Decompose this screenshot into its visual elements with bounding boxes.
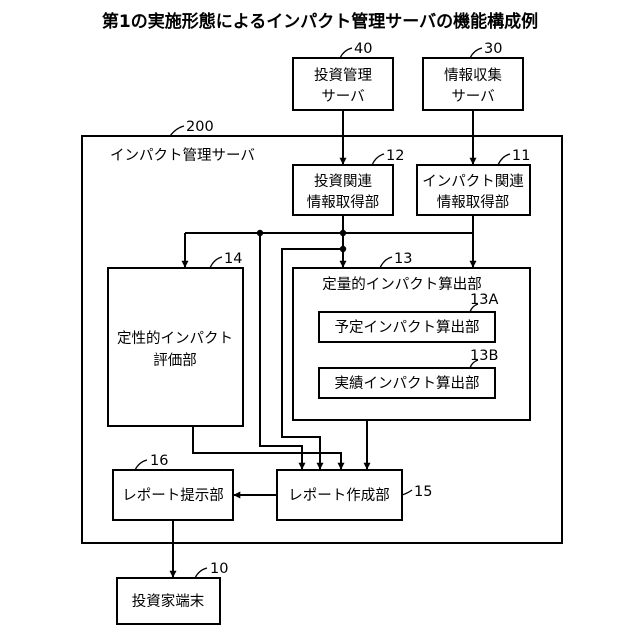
info-collection-server-line1: 情報収集 <box>444 67 502 84</box>
impact-mgmt-server-label: インパクト管理サーバ <box>110 147 255 164</box>
junction-dot <box>340 230 346 236</box>
report-creation-label: レポート作成部 <box>288 487 390 504</box>
qualitative-eval-box <box>108 268 243 426</box>
impact-info-acq-line2: 情報取得部 <box>437 194 510 211</box>
ref-30-leader <box>470 48 482 58</box>
ref-15: 15 <box>414 484 432 500</box>
ref-40-leader <box>340 48 352 58</box>
ref-200-leader <box>170 126 184 136</box>
actual-impact-calc-label: 実績インパクト算出部 <box>335 375 480 392</box>
qualitative-eval-line2: 評価部 <box>153 352 197 369</box>
investor-terminal-label: 投資家端末 <box>132 593 205 610</box>
impact-info-acq-line1: インパクト関連 <box>422 173 524 190</box>
qualitative-eval-line1: 定性的インパクト <box>117 330 233 347</box>
ref-13b: 13B <box>470 348 498 364</box>
ref-13: 13 <box>394 251 412 267</box>
planned-impact-calc-label: 予定インパクト算出部 <box>335 319 480 336</box>
junction-dot <box>340 246 346 252</box>
ref-200: 200 <box>186 119 214 135</box>
ref-11: 11 <box>512 148 530 164</box>
ref-12: 12 <box>386 148 404 164</box>
ref-10-leader <box>195 568 207 578</box>
diagram-title: 第1の実施形態によるインパクト管理サーバの機能構成例 <box>102 11 538 32</box>
ref-13a: 13A <box>470 292 498 308</box>
ref-10: 10 <box>210 561 228 577</box>
investment-mgmt-server-line2: サーバ <box>321 89 364 105</box>
ref-14: 14 <box>224 251 242 267</box>
junction-dot <box>257 230 263 236</box>
investment-info-acq-line2: 情報取得部 <box>307 194 380 211</box>
ref-16: 16 <box>150 453 168 469</box>
quantitative-calc-label: 定量的インパクト算出部 <box>322 276 482 293</box>
report-presentation-label: レポート提示部 <box>122 487 224 504</box>
info-collection-server-line2: サーバ <box>451 89 494 105</box>
investment-info-acq-line1: 投資関連 <box>314 173 372 190</box>
ref-30: 30 <box>484 41 502 57</box>
investment-mgmt-server-line1: 投資管理 <box>314 67 372 84</box>
ref-40: 40 <box>354 41 372 57</box>
